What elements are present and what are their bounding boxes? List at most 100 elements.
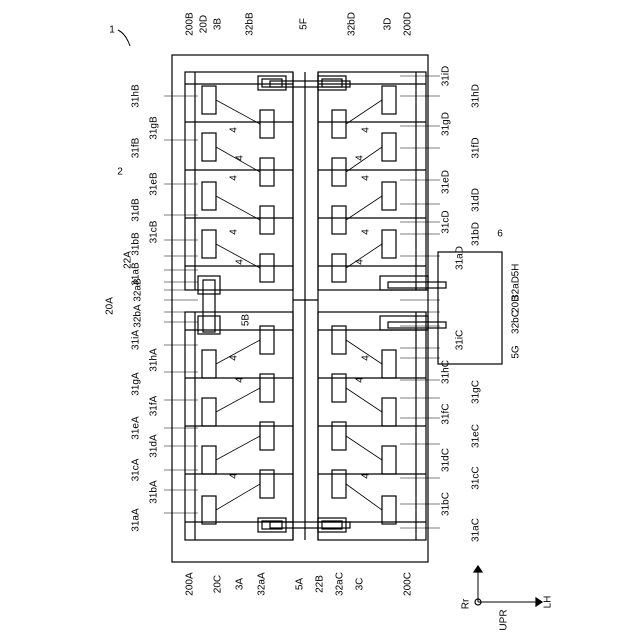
right-label: 31eD bbox=[441, 170, 452, 194]
right-label: 32bC bbox=[511, 310, 522, 334]
inner-label: 4 bbox=[361, 229, 372, 235]
axis-rr-label: Rr bbox=[461, 598, 472, 609]
wire-trace bbox=[346, 100, 382, 124]
wire-trace bbox=[216, 436, 260, 460]
ref-2-label: 2 bbox=[117, 167, 123, 178]
left-label: 31iA bbox=[131, 330, 142, 350]
cell-terminal bbox=[260, 254, 274, 282]
unit-6 bbox=[438, 252, 502, 364]
inner-label: 4 bbox=[355, 259, 366, 265]
connector-32bD-inner bbox=[322, 79, 342, 87]
right-label: 31aC bbox=[471, 518, 482, 542]
inner-label: 4 bbox=[235, 155, 246, 161]
cell-terminal bbox=[260, 206, 274, 234]
left-label: 31hB bbox=[131, 84, 142, 108]
wire-trace bbox=[216, 388, 260, 412]
cell-terminal bbox=[202, 86, 216, 114]
inner-label: 4 bbox=[229, 229, 240, 235]
cell-terminal bbox=[202, 350, 216, 378]
busbar-5H bbox=[388, 282, 446, 288]
connector-32bA bbox=[198, 316, 220, 334]
wire-trace bbox=[346, 388, 382, 412]
right-label: 31fD bbox=[471, 137, 482, 158]
right-label: 5H bbox=[511, 264, 522, 277]
right-label: 31fC bbox=[441, 403, 452, 424]
inner-label: 4 bbox=[235, 259, 246, 265]
cell-terminal bbox=[382, 350, 396, 378]
left-label: 31fB bbox=[131, 137, 142, 158]
top-label: 200B bbox=[185, 12, 196, 36]
inner-label: 4 bbox=[229, 127, 240, 133]
inner-label: 4 bbox=[355, 155, 366, 161]
wire-trace bbox=[216, 484, 260, 510]
busbar-5G bbox=[388, 322, 446, 328]
right-label: 31bC bbox=[441, 492, 452, 516]
axis-upr-label: UPR bbox=[499, 609, 510, 630]
top-label: 3B bbox=[213, 18, 224, 31]
bottom-label: 32aA bbox=[257, 572, 268, 596]
left-label: 31gB bbox=[149, 116, 160, 140]
right-label: 31dC bbox=[441, 448, 452, 472]
axis-rr-arrow bbox=[474, 566, 482, 572]
left-label: 31dB bbox=[131, 198, 142, 222]
cell-terminal bbox=[202, 398, 216, 426]
inner-label: 4 bbox=[229, 175, 240, 181]
inner-label: 4 bbox=[235, 377, 246, 383]
board-3D bbox=[318, 72, 426, 290]
top-label: 3D bbox=[383, 18, 394, 31]
ref-6-label: 6 bbox=[497, 229, 503, 240]
top-label: 200D bbox=[403, 12, 414, 36]
bottom-label: 20C bbox=[213, 575, 224, 593]
busbar-5B bbox=[203, 280, 215, 332]
left-label: 31hA bbox=[149, 348, 160, 372]
inner-label: 4 bbox=[361, 127, 372, 133]
cell-terminal bbox=[202, 496, 216, 524]
top-label: 32bD bbox=[347, 12, 358, 36]
bottom-label: 5A bbox=[295, 578, 306, 591]
cell-terminal bbox=[260, 158, 274, 186]
cell-terminal bbox=[202, 133, 216, 161]
right-label: 31hD bbox=[471, 84, 482, 108]
right-label: 5G bbox=[511, 345, 522, 359]
wire-trace bbox=[216, 100, 260, 124]
bottom-label: 200A bbox=[185, 572, 196, 596]
left-label: 31bA bbox=[149, 480, 160, 504]
connector-32bB-inner bbox=[262, 79, 282, 87]
cell-terminal bbox=[202, 182, 216, 210]
right-label: 31gD bbox=[441, 112, 452, 136]
wire-trace bbox=[346, 484, 382, 510]
top-label: 32bB bbox=[245, 12, 256, 36]
connector-32aB bbox=[198, 276, 220, 294]
inner-label: 4 bbox=[229, 355, 240, 361]
inner-label: 4 bbox=[361, 355, 372, 361]
wire-trace bbox=[346, 436, 382, 460]
outer-frame-200 bbox=[172, 55, 428, 562]
right-label: 31cC bbox=[471, 466, 482, 489]
bottom-label: 200C bbox=[403, 572, 414, 596]
left-label: 31fA bbox=[149, 395, 160, 416]
right-label: 31iC bbox=[455, 330, 466, 351]
cell-terminal bbox=[260, 110, 274, 138]
wire-trace bbox=[346, 196, 382, 220]
left-label: 32aB bbox=[133, 278, 144, 302]
inner-label: 4 bbox=[355, 377, 366, 383]
cell-terminal bbox=[382, 182, 396, 210]
right-label: 31bD bbox=[471, 222, 482, 246]
figure-arrow bbox=[118, 30, 130, 46]
cell-terminal bbox=[332, 254, 346, 282]
cell-terminal bbox=[382, 398, 396, 426]
left-label: 31gA bbox=[131, 372, 142, 396]
axis-lh-label: LH bbox=[543, 596, 554, 609]
cell-terminal bbox=[382, 230, 396, 258]
wire-trace bbox=[216, 196, 260, 220]
cell-terminal bbox=[382, 86, 396, 114]
axis-lh-arrow bbox=[536, 598, 542, 606]
inner-label: 4 bbox=[361, 473, 372, 479]
bottom-label: 22B bbox=[315, 575, 326, 593]
left-label: 32bA bbox=[133, 304, 144, 328]
cell-terminal bbox=[332, 158, 346, 186]
inner-label: 5B bbox=[241, 314, 252, 327]
left-label: 20A bbox=[105, 297, 116, 315]
right-label: 31hC bbox=[441, 360, 452, 384]
left-label: 31dA bbox=[149, 434, 160, 458]
